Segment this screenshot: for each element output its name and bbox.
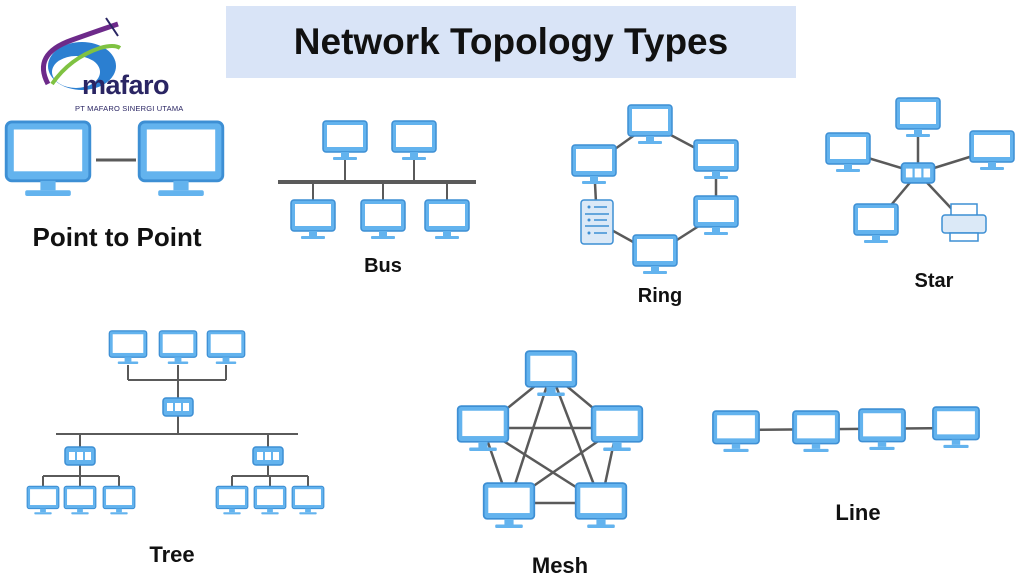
computer-icon — [712, 410, 760, 453]
computer-icon — [932, 406, 980, 449]
mesh-topology: Mesh — [456, 350, 644, 578]
server-icon — [580, 199, 614, 245]
line-topology: Line — [712, 406, 980, 525]
page-title: Network Topology Types — [293, 21, 729, 62]
computer-icon — [424, 199, 470, 240]
point-to-point-label: Point to Point — [33, 222, 202, 252]
computer-icon — [590, 405, 644, 452]
computer-icon — [571, 144, 617, 185]
computer-icon — [969, 130, 1015, 171]
logo-wordmark: mafaro — [82, 70, 170, 100]
computer-icon — [627, 104, 673, 145]
title-banner: Network Topology Types — [226, 6, 796, 78]
computer-icon — [858, 408, 906, 451]
computer-icon — [63, 485, 97, 515]
computer-icon — [360, 199, 406, 240]
hub-icon — [162, 397, 194, 417]
computer-icon — [632, 234, 678, 275]
computer-icon — [102, 485, 136, 515]
line-links — [735, 426, 957, 432]
computer-icon — [574, 482, 628, 529]
computer-icon — [291, 485, 325, 515]
bus-topology: Bus — [278, 120, 476, 277]
line-label: Line — [835, 500, 880, 525]
computer-icon — [456, 405, 510, 452]
computer-icon — [693, 139, 739, 180]
logo-tagline: PT MAFARO SINERGI UTAMA — [75, 104, 184, 113]
tree-nodes: Tree — [26, 330, 325, 567]
tree-label: Tree — [149, 542, 194, 567]
computer-icon — [853, 203, 899, 244]
computer-icon — [26, 485, 60, 515]
computer-icon — [253, 485, 287, 515]
computer-icon — [895, 97, 941, 138]
hub-icon — [252, 446, 284, 466]
computer-icon — [693, 195, 739, 236]
computer-icon — [322, 120, 368, 161]
computer-icon — [4, 120, 92, 198]
bus-label: Bus — [364, 255, 402, 277]
ring-label: Ring — [638, 285, 682, 307]
point-to-point-topology: Point to Point — [4, 120, 225, 252]
mesh-label: Mesh — [532, 553, 588, 578]
company-logo: mafaro PT MAFARO SINERGI UTAMA — [22, 14, 192, 114]
computer-icon — [825, 132, 871, 173]
computer-icon — [206, 330, 246, 365]
hub-icon — [64, 446, 96, 466]
computer-icon — [108, 330, 148, 365]
hub-icon — [900, 162, 936, 184]
ring-topology: Ring — [571, 104, 739, 307]
computer-icon — [137, 120, 225, 198]
star-label: Star — [915, 270, 954, 292]
star-topology: Star — [825, 97, 1015, 292]
computer-icon — [792, 410, 840, 453]
computer-icon — [290, 199, 336, 240]
computer-icon — [391, 120, 437, 161]
computer-icon — [215, 485, 249, 515]
printer-icon — [941, 203, 987, 242]
computer-icon — [482, 482, 536, 529]
tree-topology — [42, 365, 309, 488]
logo-swoosh-icon — [41, 17, 122, 90]
computer-icon — [158, 330, 198, 365]
